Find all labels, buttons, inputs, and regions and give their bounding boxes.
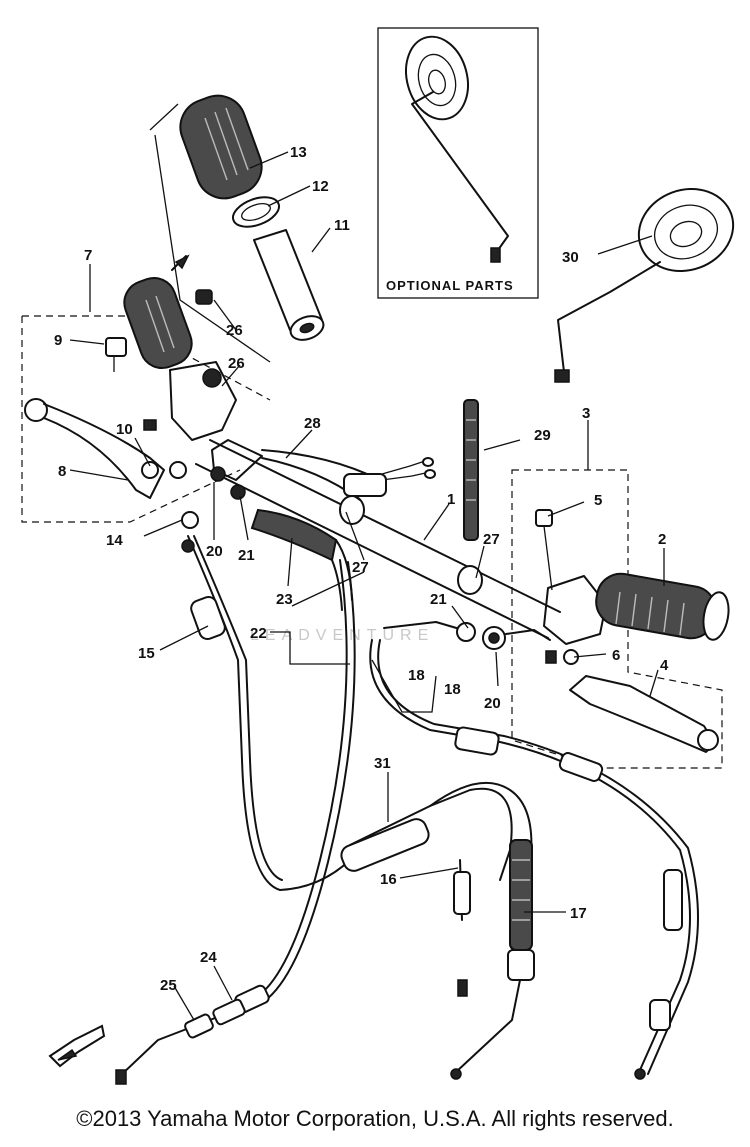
- callout-9: 9: [54, 332, 62, 349]
- callout-26-lower: 26: [228, 355, 245, 372]
- callout-28: 28: [304, 415, 321, 432]
- callout-3: 3: [582, 405, 590, 422]
- callout-15: 15: [138, 645, 155, 662]
- callout-27-left: 27: [352, 559, 369, 576]
- callout-31: 31: [374, 755, 391, 772]
- callout-13: 13: [290, 144, 307, 161]
- callout-11: 11: [334, 217, 350, 234]
- callout-17: 17: [570, 905, 587, 922]
- callout-2: 2: [658, 531, 666, 548]
- callout-4: 4: [660, 657, 669, 674]
- callout-19: 18: [408, 667, 425, 684]
- callout-21-left: 21: [238, 547, 255, 564]
- handlebar-tube: [195, 439, 561, 639]
- callout-27-right: 27: [483, 531, 500, 548]
- callout-5: 5: [594, 492, 602, 509]
- callout-29: 29: [534, 427, 551, 444]
- callout-labels: 13 12 11 7 26 9 26 10 28 29 3 30 8 1 5 1…: [54, 144, 669, 994]
- callout-14: 14: [106, 532, 123, 549]
- callout-12: 12: [312, 178, 329, 195]
- optional-parts-label: OPTIONAL PARTS: [386, 278, 514, 293]
- copyright-notice: ©2013 Yamaha Motor Corporation, U.S.A. A…: [76, 1106, 674, 1131]
- callout-20-left: 20: [206, 543, 223, 560]
- callout-18: 18: [444, 681, 461, 698]
- front-direction-marker: [48, 1024, 106, 1068]
- left-grip-assembly: [149, 94, 325, 363]
- optional-parts-box: OPTIONAL PARTS: [377, 27, 539, 299]
- callout-8: 8: [58, 463, 66, 480]
- leader-lines: [69, 151, 665, 1021]
- callout-21-right: 21: [430, 591, 447, 608]
- watermark: LEADVENTURE: [250, 627, 434, 644]
- callout-23: 23: [276, 591, 293, 608]
- callout-10: 10: [116, 421, 133, 438]
- callout-16: 16: [380, 871, 397, 888]
- callout-20-right: 20: [484, 695, 501, 712]
- right-control-group: [511, 469, 730, 769]
- callout-7: 7: [84, 247, 92, 264]
- callout-24: 24: [200, 949, 217, 966]
- mirror-right: [554, 187, 735, 383]
- callout-1: 1: [447, 491, 455, 508]
- throttle-and-cables: [115, 399, 699, 1085]
- callout-6: 6: [612, 647, 620, 664]
- callout-26-upper: 26: [226, 322, 243, 339]
- handlebar-parts-diagram: LEADVENTURE OPTIONAL PARTS: [21, 27, 735, 1085]
- callout-22: 22: [250, 625, 267, 642]
- left-lever-group: [21, 277, 271, 523]
- callout-30: 30: [562, 249, 579, 266]
- callout-25: 25: [160, 977, 177, 994]
